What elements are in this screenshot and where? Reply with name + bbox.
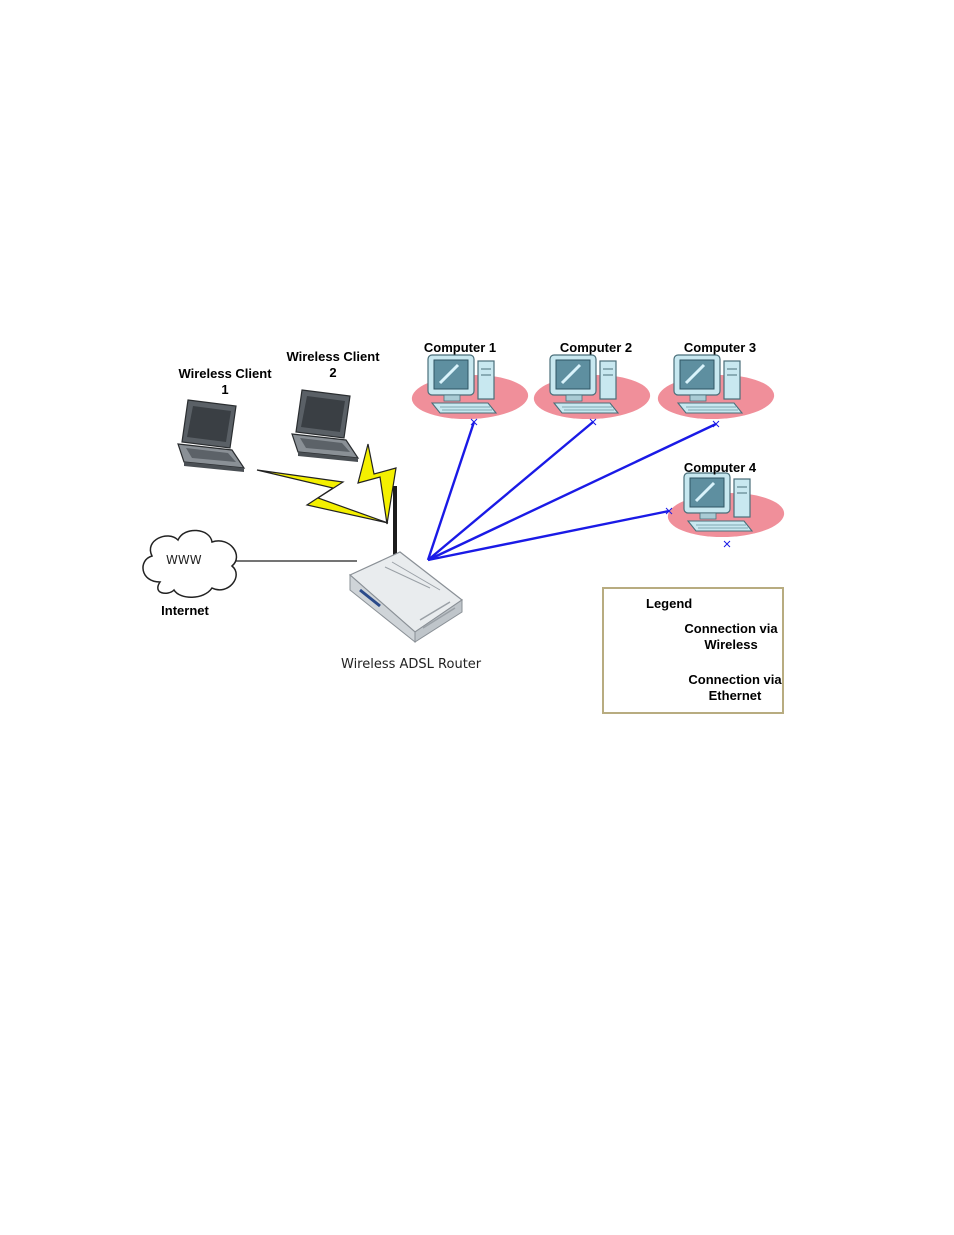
label-computer-3: Computer 3 [683,340,757,355]
label-computer-1: Computer 1 [423,340,497,355]
internet-cloud-icon [142,529,238,598]
ethernet-endpoint-markers [470,418,731,548]
router-icon [348,486,464,644]
label-wireless-client-1-line1: Wireless Client [178,366,272,381]
computer-icon-3 [652,353,780,421]
wireless-bolt-client-2 [357,443,397,525]
ethernet-link-computer-3 [427,422,717,562]
legend-wireless-label: Connection via Wireless [678,621,784,653]
label-wireless-client-2: Wireless Client 2 [274,349,392,381]
ethernet-link-computer-4 [427,509,670,562]
label-wireless-client-2-line1: Wireless Client [286,349,380,364]
wireless-links [256,443,397,525]
computer-icon-2 [528,353,656,421]
label-computer-2: Computer 2 [559,340,633,355]
laptop-icon-client-2 [291,389,359,463]
label-wireless-client-1-line2: 1 [221,382,229,397]
legend-ethernet-line1: Connection via [688,672,782,687]
legend-ethernet-line2: Ethernet [708,688,762,703]
legend-wireless-line2: Wireless [704,637,758,652]
ethernet-link-computer-1 [426,421,476,561]
legend-box [602,587,784,714]
legend-ethernet-label: Connection via Ethernet [682,672,788,704]
cloud-label-www: WWW [166,553,202,567]
label-wireless-client-1: Wireless Client 1 [166,366,284,398]
ethernet-link-computer-2 [427,421,594,561]
label-computer-4: Computer 4 [683,460,757,475]
label-wireless-client-2-line2: 2 [329,365,337,380]
computer-icon-4 [662,471,790,539]
wireless-bolt-client-1 [256,469,389,524]
legend-wireless-line1: Connection via [684,621,778,636]
laptop-icon-client-1 [177,399,245,473]
label-internet: Internet [161,603,209,618]
ethernet-links [426,421,717,562]
legend-title: Legend [646,596,693,611]
label-router: Wireless ADSL Router [341,657,482,672]
computer-icon-1 [406,353,534,421]
